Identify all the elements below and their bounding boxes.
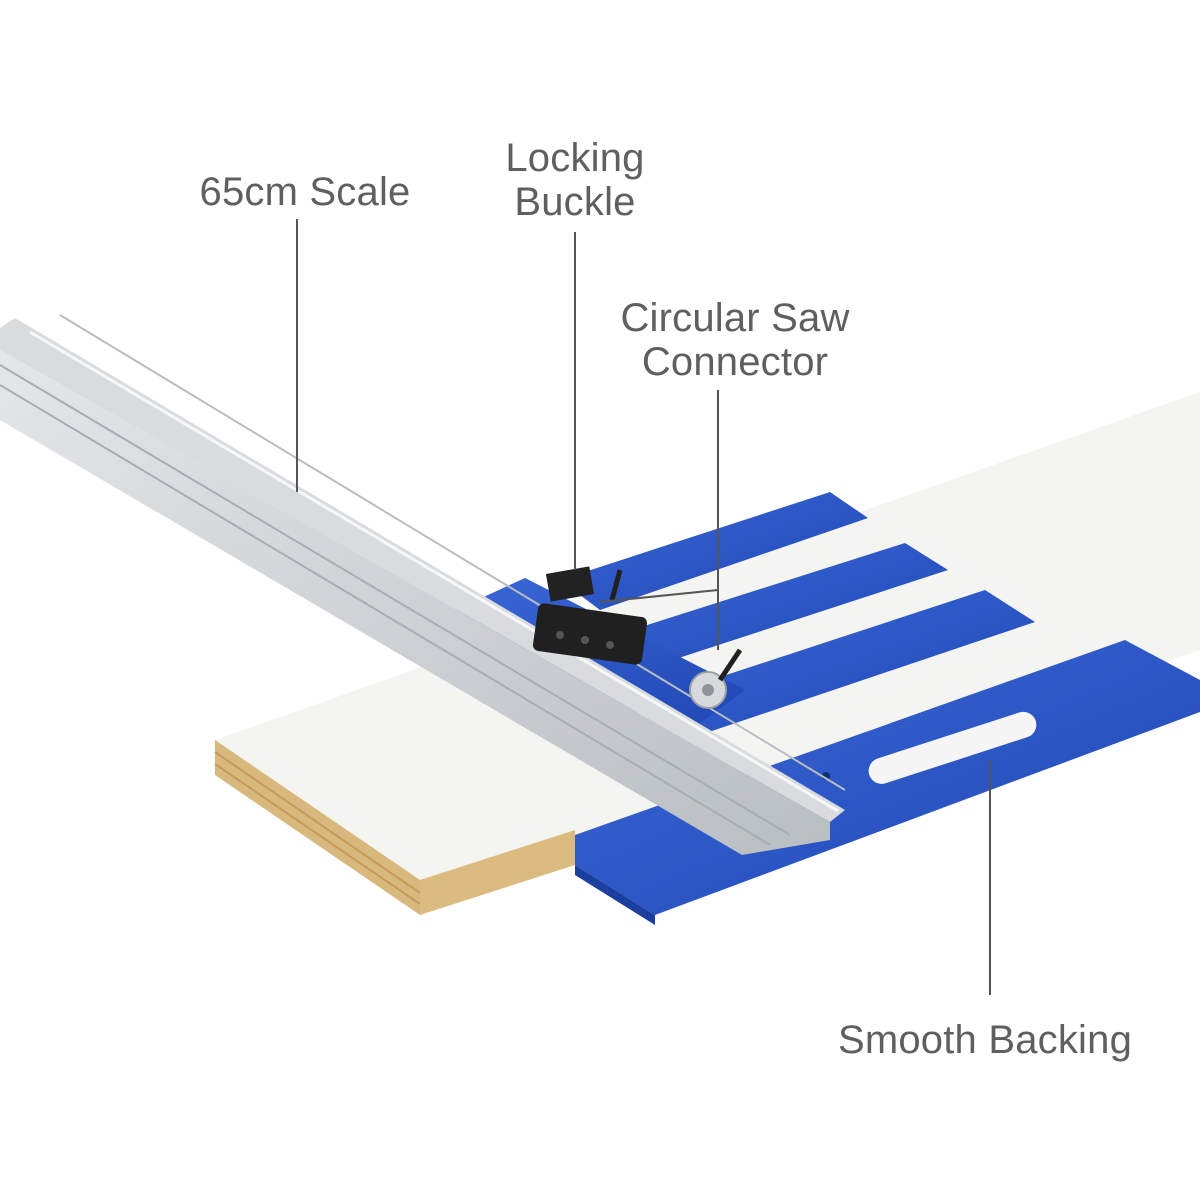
callout-line: Connector: [641, 340, 829, 384]
callout-line: Locking: [505, 136, 645, 180]
locking-buckle-icon: [532, 566, 648, 665]
callout-line: 65cm Scale: [199, 170, 411, 214]
callout-line: Buckle: [514, 180, 636, 224]
callout-circular-saw-connector: Circular Saw Connector: [610, 296, 860, 384]
blue-finger-plates: [560, 492, 1035, 735]
callout-line: Circular Saw: [620, 296, 850, 340]
saw-connector-icon: [609, 569, 743, 709]
callout-65cm-scale: 65cm Scale: [190, 170, 420, 214]
aluminum-rail: [0, 314, 846, 855]
callout-smooth-backing: Smooth Backing: [830, 1018, 1140, 1062]
callout-locking-buckle: Locking Buckle: [480, 136, 670, 224]
callout-leader-lines: [296, 219, 991, 995]
callout-line: Smooth Backing: [837, 1018, 1133, 1062]
